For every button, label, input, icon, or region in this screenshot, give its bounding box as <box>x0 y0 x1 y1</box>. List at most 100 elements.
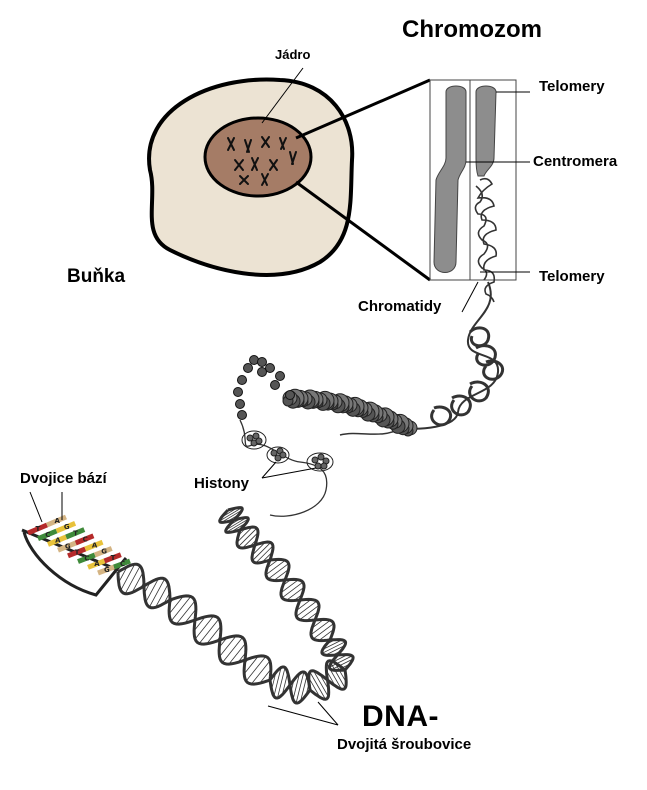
helix-main-rung <box>145 578 159 603</box>
dna-label: DNA- <box>362 700 439 733</box>
helix-arm-rung <box>281 576 287 581</box>
helix-arm-rung <box>236 526 253 543</box>
bead <box>233 387 243 397</box>
helix-main-rung <box>305 683 310 696</box>
helix-main-rung <box>319 673 329 690</box>
chromatin-fiber <box>339 281 505 436</box>
histones-label: Histony <box>194 475 250 492</box>
helix-arm-rung <box>329 655 353 668</box>
centromere-label: Centromera <box>533 153 618 170</box>
base-letter: C <box>120 560 125 568</box>
helix-arm-rung <box>299 604 320 621</box>
ladder-rail-bottom <box>22 531 128 597</box>
base-right <box>55 520 77 534</box>
base-right <box>113 558 131 570</box>
nucleus-chromosomes <box>227 136 297 186</box>
bead <box>257 367 267 377</box>
base-left <box>87 558 106 570</box>
helix-main-rung <box>290 679 295 692</box>
base-letter: C <box>84 554 89 562</box>
helix-arm-rung <box>226 514 240 523</box>
helix-arm-rung <box>311 619 324 629</box>
helix-arm-rung <box>325 645 346 656</box>
base-left <box>97 564 115 576</box>
base-letter: G <box>101 548 107 556</box>
helix-main-rung <box>168 595 184 615</box>
base-letter: A <box>94 560 100 568</box>
bead-fiber <box>233 355 418 437</box>
helix-arm-rung <box>251 541 266 556</box>
helix-arm-rung <box>293 594 303 601</box>
base-left <box>47 534 68 547</box>
base-left <box>37 528 58 542</box>
base-right <box>74 533 95 546</box>
helix-arm-rung <box>266 559 279 569</box>
helix-main-rung <box>216 636 221 642</box>
helix-main-rung <box>300 675 308 702</box>
helix-main-rung <box>228 643 246 665</box>
helix-main-rung <box>243 655 259 675</box>
base-letter: T <box>73 529 78 537</box>
base-right <box>93 546 113 558</box>
helix-arm-rung <box>273 569 289 581</box>
helix-main-rung <box>120 564 136 591</box>
bead <box>257 357 267 367</box>
base-right <box>65 527 86 540</box>
cell-label: Buňka <box>67 266 126 287</box>
helix-arm-rung <box>296 599 312 611</box>
helix-arm-rung <box>255 545 274 564</box>
base-letter: T <box>111 554 116 562</box>
helix-arm-rung <box>326 639 336 645</box>
helix-arm-rung <box>318 629 334 641</box>
helix-main-rung <box>334 662 347 683</box>
base-left <box>27 522 48 536</box>
helix-arm-rung <box>296 600 318 617</box>
helix-arm-rung <box>330 654 348 664</box>
telomeres-bottom-label: Telomery <box>539 268 605 285</box>
helix-arm-rung <box>221 507 238 518</box>
chromatin-coil <box>474 177 498 303</box>
helix-main-rung <box>206 625 222 645</box>
helix-main-strand-b <box>117 562 348 705</box>
helix-main-rung <box>140 582 145 589</box>
helix-main-rung <box>326 670 336 687</box>
helix-main-rung <box>292 673 300 700</box>
base-right <box>46 514 67 528</box>
base-letter: C <box>83 535 88 543</box>
histone-nucleosomes <box>241 430 334 472</box>
bead <box>237 375 247 385</box>
helix-arm-rung <box>310 619 331 636</box>
base-pairs-leader-lines <box>29 491 63 523</box>
helix-main-rung <box>184 609 197 624</box>
nucleus-leader-line <box>261 67 304 124</box>
helix-arm-rung <box>230 522 247 533</box>
base-pairs-label: Dvojice bází <box>20 470 107 487</box>
base-letter: T <box>75 548 80 556</box>
helix-arm-rung <box>267 563 289 580</box>
helix-arm-rung <box>280 579 299 594</box>
helix-arm-rung <box>326 636 332 641</box>
base-letter: A <box>55 517 61 525</box>
base-letter: C <box>45 531 50 539</box>
dna-double-helix <box>116 506 355 705</box>
helix-main-rung <box>194 615 214 640</box>
base-left <box>67 546 87 559</box>
chromosome-leader-lines <box>461 91 530 313</box>
bead <box>235 399 245 409</box>
zoom-lines <box>295 78 431 282</box>
helix-arm-rung <box>226 518 249 533</box>
bead <box>237 410 247 420</box>
double-helix-label: Dvojitá šroubovice <box>337 736 472 753</box>
helix-main-rung <box>124 565 141 594</box>
helix-main-rung <box>149 578 165 608</box>
helix-arm-rung <box>228 517 242 526</box>
helix-arm-strand-b <box>224 506 348 672</box>
dna-leader-lines <box>267 701 339 726</box>
chromosome-title: Chromozom <box>402 16 542 43</box>
histones-leader-lines <box>261 461 317 479</box>
helix-arm-rung <box>281 581 304 599</box>
helix-arm-rung <box>298 599 304 604</box>
helix-arm-rung <box>238 528 246 536</box>
helix-arm-rung <box>249 539 257 547</box>
helix-arm-rung <box>282 579 292 586</box>
